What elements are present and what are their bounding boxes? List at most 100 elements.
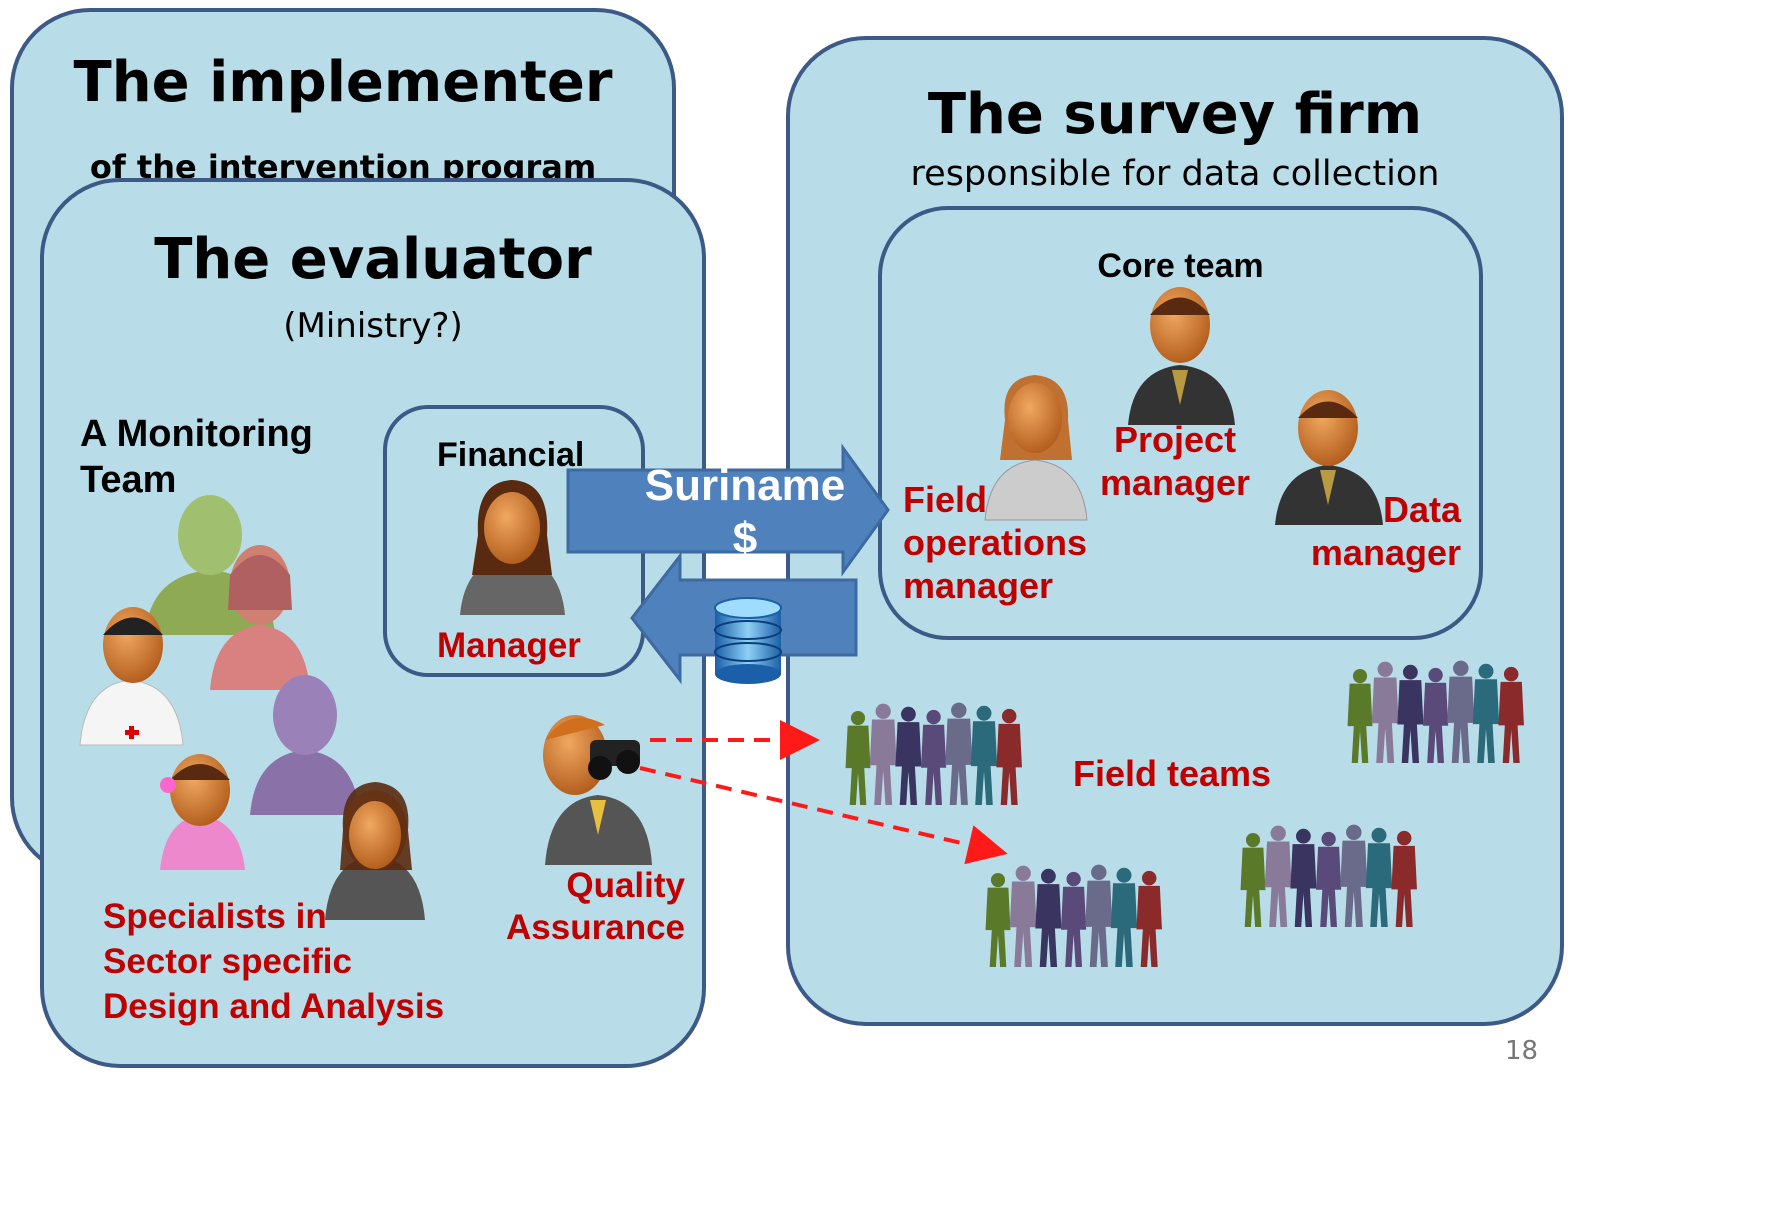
survey-firm-title: The survey firm (927, 82, 1423, 147)
field-worker-head (1295, 828, 1311, 844)
monitoring-woman-icon (325, 782, 425, 920)
field-worker-body (1315, 846, 1342, 927)
money-arrow (566, 443, 890, 577)
field-worker-body (1035, 884, 1062, 967)
financial-manager-icon (460, 480, 565, 615)
field-worker-head (1116, 867, 1132, 883)
field-worker-body (869, 719, 897, 805)
project-line1: Project (1114, 419, 1237, 460)
monitoring-person-purple-icon (250, 675, 360, 815)
field-worker-body (1397, 680, 1424, 763)
field-team-group-3 (1240, 824, 1417, 927)
field-worker-head (976, 705, 992, 721)
quality-line1: Quality (566, 866, 685, 905)
field-worker-body (1240, 847, 1266, 927)
field-worker-body (1498, 681, 1524, 763)
data-manager-icon (1275, 390, 1383, 525)
field-worker-head (1001, 708, 1017, 724)
monitoring-line1: A Monitoring (80, 413, 313, 455)
field-worker-head (990, 872, 1006, 888)
field-worker-head (1346, 824, 1362, 841)
field-worker-head (1503, 666, 1519, 682)
field-worker-head (926, 709, 941, 725)
field-worker-body (1371, 677, 1399, 763)
quality-assurance-icon (543, 715, 652, 865)
specialists-label: Specialists in Sector specific Design an… (103, 895, 444, 1029)
data-line1: Data (1382, 489, 1461, 530)
implementer-title: The implementer (73, 50, 613, 115)
field-worker-body (1347, 683, 1373, 763)
data-manager-label: Data manager (1305, 488, 1461, 574)
field-worker-body (1110, 883, 1138, 967)
field-worker-body (996, 723, 1022, 805)
field-worker-head (1428, 667, 1443, 683)
field-worker-head (1091, 864, 1107, 881)
field-worker-body (1009, 881, 1037, 967)
field-worker-head (1402, 664, 1418, 680)
monitoring-person-pink-icon (210, 545, 310, 690)
field-worker-body (1264, 841, 1292, 927)
field-worker-head (1371, 827, 1387, 843)
project-manager-icon (1128, 287, 1235, 425)
manager-label: Manager (437, 626, 581, 665)
field-worker-body (1136, 885, 1162, 967)
monitoring-girl-icon (160, 754, 245, 870)
field-worker-head (1040, 868, 1056, 884)
specialists-line3: Design and Analysis (103, 986, 445, 1026)
data-line2: manager (1310, 532, 1461, 574)
field-worker-body (920, 724, 947, 805)
field-worker-head (1453, 660, 1469, 677)
field-worker-body (1290, 844, 1317, 927)
qa-arrow-2 (639, 766, 1008, 865)
field-worker-body (1060, 886, 1087, 967)
field-worker-body (1422, 682, 1449, 763)
field-worker-head (1270, 825, 1286, 841)
field-worker-body (1085, 880, 1113, 967)
field-worker-head (1245, 832, 1261, 848)
quality-line2: Assurance (506, 908, 685, 947)
database-icon (714, 597, 782, 684)
field-teams-label: Field teams (1073, 753, 1272, 794)
financial-label: Financial (437, 436, 585, 474)
money-label-line2: $ (732, 513, 758, 563)
money-label: Suriname $ (620, 460, 870, 566)
field-worker-head (1377, 661, 1393, 677)
quality-assurance-label: Quality Assurance (495, 865, 685, 949)
field-worker-head (951, 702, 967, 719)
field-worker-body (895, 722, 922, 805)
field-worker-body (845, 725, 871, 805)
field-worker-body (1447, 676, 1475, 763)
specialists-line2: Sector specific (103, 941, 352, 981)
field-worker-body (985, 887, 1011, 967)
money-label-line1: Suriname (644, 461, 846, 510)
field-worker-head (1352, 668, 1368, 684)
project-line2: manager (1100, 462, 1251, 504)
field-operations-manager-icon (984, 375, 1088, 521)
evaluator-title: The evaluator (154, 227, 592, 292)
field-team-group-2 (1347, 660, 1524, 763)
field-worker-head (900, 706, 916, 722)
field-team-group-1 (845, 702, 1022, 805)
monitoring-team-label: A Monitoring Team (80, 412, 313, 503)
field-worker-body (1365, 843, 1393, 927)
field-worker-head (1141, 870, 1157, 886)
field-worker-head (1015, 865, 1031, 881)
field-worker-head (1478, 663, 1494, 679)
field-worker-body (1391, 845, 1417, 927)
field-worker-head (850, 710, 866, 726)
core-team-title: Core team (1097, 247, 1264, 285)
project-manager-label: Project manager (1100, 418, 1250, 504)
monitoring-line2: Team (80, 458, 177, 501)
survey-firm-subtitle: responsible for data collection (910, 154, 1440, 194)
field-worker-body (1472, 679, 1500, 763)
evaluator-subtitle: (Ministry?) (283, 306, 463, 346)
field-line2: operations (903, 522, 1088, 564)
page-number: 18 (1505, 1036, 1539, 1066)
field-worker-body (970, 721, 998, 805)
field-line1: Field (903, 479, 988, 520)
field-worker-body (1340, 840, 1368, 927)
monitoring-doctor-icon (79, 607, 184, 746)
field-worker-head (1321, 831, 1336, 847)
field-worker-head (1396, 830, 1412, 846)
field-team-group-4 (985, 864, 1162, 967)
